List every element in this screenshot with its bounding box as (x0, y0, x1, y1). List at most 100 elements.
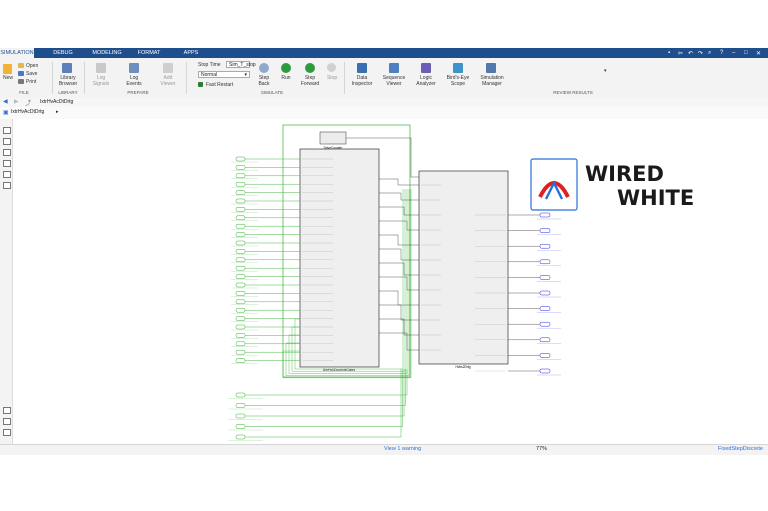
model-tab[interactable]: IxtrHvAcDtDrtg (40, 99, 74, 105)
zoom-icon[interactable] (3, 127, 11, 134)
tab-debug[interactable]: DEBUG (53, 50, 73, 56)
tab-simulation[interactable]: SIMULATION (0, 48, 34, 58)
block-diagram[interactable]: DriveCounter DrtrHvDDoorInteCabrs Hvbs2D… (13, 119, 768, 444)
area-icon[interactable] (3, 182, 11, 189)
right-subsystem-block[interactable] (418, 170, 509, 365)
inport-block (235, 291, 246, 296)
inport-block (235, 249, 246, 254)
run-icon (281, 63, 291, 73)
simulation-manager-button[interactable]: Simulation Manager (480, 75, 504, 87)
outport-block (539, 353, 551, 358)
birds-eye-scope-button[interactable]: Bird's-Eye Scope (446, 75, 470, 87)
search-icon[interactable]: ⌕ (708, 50, 712, 56)
outport-block (539, 306, 551, 311)
inport-block (235, 215, 246, 221)
open-button[interactable]: Open (26, 63, 39, 69)
cut-icon[interactable]: ✂ (678, 51, 684, 57)
outport-block (539, 228, 551, 233)
right-subsystem-label: Hvbs2Drtg (455, 365, 470, 369)
tab-apps[interactable]: APPS (183, 50, 199, 56)
stop-button[interactable]: Stop (326, 75, 338, 81)
bus-line (346, 137, 419, 178)
data-inspector-button[interactable]: Data Inspector (351, 75, 373, 87)
stop-time-input[interactable]: Sim_T_stop (226, 61, 256, 68)
logic-analyzer-icon (421, 63, 431, 73)
left-subsystem-block[interactable] (299, 148, 380, 368)
bus-line (379, 178, 419, 186)
redo-icon[interactable]: ↷ (698, 51, 704, 57)
separator (84, 62, 85, 94)
open-folder-icon (18, 63, 24, 68)
signal-line (245, 369, 406, 406)
inport-block (235, 165, 246, 170)
print-button[interactable]: Print (26, 79, 37, 85)
step-back-icon (259, 63, 269, 73)
fast-restart-button[interactable]: Fast Restart (206, 82, 234, 88)
library-browser-button[interactable]: Library Browser (58, 75, 78, 87)
warning-link[interactable]: View 1 warning (384, 446, 422, 452)
separator (52, 62, 53, 94)
log-signals-button[interactable]: Log Signals (92, 75, 110, 87)
separator (186, 62, 187, 94)
back-arrow-icon[interactable]: ◀ (3, 99, 8, 105)
sequence-viewer-button[interactable]: Sequence Viewer (382, 75, 406, 87)
minimize-icon[interactable]: – (732, 50, 736, 56)
add-viewer-button[interactable]: Add Viewer (160, 75, 176, 87)
signal-line (245, 369, 403, 427)
save-icon[interactable]: ▪ (668, 50, 671, 56)
drive-counter-block[interactable] (319, 131, 347, 145)
save-button[interactable]: Save (26, 71, 38, 77)
inport-block (235, 156, 246, 162)
page-margin (0, 455, 768, 511)
help-icon[interactable]: ? (720, 50, 724, 56)
property-inspector-icon[interactable] (3, 418, 11, 425)
stop-time-label: Stop Time (198, 62, 221, 68)
forward-arrow-icon[interactable]: ▶ (14, 99, 19, 105)
annotation-icon[interactable] (3, 160, 11, 167)
outport-block (539, 337, 551, 343)
close-icon[interactable]: ✕ (756, 51, 762, 57)
simulation-mode-select[interactable]: Normal ▾ (198, 71, 250, 78)
signal-line (245, 369, 408, 396)
model-browser-icon[interactable] (3, 407, 11, 414)
logo-wordmark-bottom: WHITE (617, 186, 694, 210)
model-canvas[interactable]: DriveCounter DrtrHvDDoorInteCabrs Hvbs2D… (13, 119, 768, 444)
bus-line (379, 318, 419, 336)
logic-analyzer-button[interactable]: Logic Analyzer (416, 75, 436, 87)
breadcrumb[interactable]: IxtrHvAcDtDrtg (11, 109, 45, 115)
step-back-button[interactable]: Step Back (258, 75, 270, 87)
bus-line (379, 206, 419, 216)
up-arrow-icon[interactable]: ⤴ (25, 101, 32, 107)
logo-peak-icon (544, 180, 564, 200)
inport-block (235, 190, 246, 195)
arrow-icon[interactable] (3, 149, 11, 156)
collapse-ribbon-icon[interactable]: ▾ (604, 68, 607, 74)
log-events-icon (129, 63, 139, 73)
feedback-line (291, 189, 406, 372)
breadcrumb-arrow-icon[interactable]: ▸ (56, 109, 59, 115)
undo-icon[interactable]: ↶ (688, 51, 694, 57)
image-icon[interactable] (3, 171, 11, 178)
run-button[interactable]: Run (281, 75, 291, 81)
signal-line (245, 369, 405, 417)
solver-link[interactable]: FixedStepDiscrete (718, 446, 763, 452)
bus-line (379, 276, 419, 291)
sequence-viewer-icon (389, 63, 399, 73)
fit-view-icon[interactable] (3, 138, 11, 145)
inport-block (235, 341, 246, 347)
tab-format[interactable]: FORMAT (137, 50, 161, 56)
log-events-button[interactable]: Log Events (126, 75, 142, 87)
maximize-icon[interactable]: □ (744, 50, 748, 56)
library-group-label: LIBRARY (58, 90, 78, 95)
outport-block (539, 368, 551, 374)
drive-counter-label: DriveCounter (324, 146, 344, 150)
hide-palette-icon[interactable] (3, 429, 11, 436)
feedback-line (285, 189, 410, 376)
new-button[interactable]: New (2, 75, 13, 81)
step-forward-button[interactable]: Step Forward (300, 75, 320, 87)
data-inspector-icon (357, 63, 367, 73)
inport-block (235, 307, 246, 313)
inport-block (235, 324, 246, 330)
tab-modeling[interactable]: MODELING (92, 50, 122, 56)
inport-block (235, 265, 246, 271)
